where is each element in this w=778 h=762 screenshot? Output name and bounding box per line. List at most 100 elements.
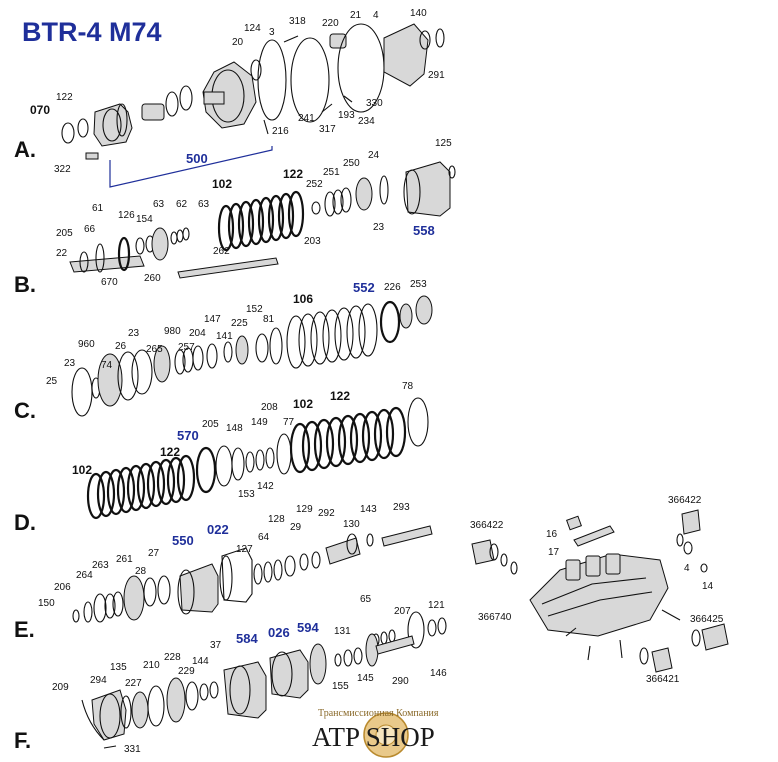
callout-127: 127 [236,544,253,555]
callout-251: 251 [323,167,340,178]
callout-229: 229 [178,666,195,677]
callout-25: 25 [46,376,58,387]
callout-234: 234 [358,116,375,127]
callout-3: 3 [269,27,275,38]
callout-500: 500 [186,151,208,166]
callout-206: 206 [54,582,71,593]
callout-294: 294 [90,675,107,686]
callout-594: 594 [297,620,319,635]
callout-261: 261 [116,554,133,565]
callout-121: 121 [428,600,445,611]
row-b-parts [69,161,456,279]
callout-241: 241 [298,113,315,124]
callout-37: 37 [210,640,222,651]
callout-210: 210 [143,660,160,671]
row-letter-d: D. [14,510,36,535]
callout-293: 293 [393,502,410,513]
callout-155: 155 [332,681,349,692]
callout-070: 070 [30,103,50,117]
callout-291: 291 [428,70,445,81]
callout-102-d2: 102 [293,397,313,411]
callout-29: 29 [290,522,302,533]
row-letter-c: C. [14,398,36,423]
row-a-parts [61,23,445,160]
callout-62: 62 [176,199,188,210]
callout-17: 17 [548,547,560,558]
callout-216: 216 [272,126,289,137]
logo-company-text: Трансмиссионная Компания [318,708,439,719]
callout-145: 145 [357,673,374,684]
callout-143: 143 [360,504,377,515]
part-500-leader [109,146,273,188]
callout-4-valve: 4 [684,563,690,574]
callout-144: 144 [192,656,209,667]
callout-4: 4 [373,10,379,21]
callout-102-d1: 102 [72,463,92,477]
logo-main-text: ATP SHOP [312,722,435,752]
row-letter-a: A. [14,137,36,162]
callout-366422-right: 366422 [668,495,702,506]
callout-227: 227 [125,678,142,689]
callout-61: 61 [92,203,104,214]
callout-260: 260 [144,273,161,284]
callout-207: 207 [394,606,411,617]
callout-21: 21 [350,10,362,21]
row-letter-e: E. [14,617,35,642]
callout-263: 263 [92,560,109,571]
callout-20: 20 [232,37,244,48]
callout-226: 226 [384,282,401,293]
callout-026: 026 [268,625,290,640]
callout-24: 24 [368,150,380,161]
callout-209: 209 [52,682,69,693]
callout-570: 570 [177,428,199,443]
callout-290: 290 [392,676,409,687]
row-letter-b: B. [14,272,36,297]
callout-225: 225 [231,318,248,329]
callout-23-c1: 23 [64,358,76,369]
callout-148: 148 [226,423,243,434]
row-c-parts [71,295,433,417]
diagram-title: BTR-4 M74 [22,17,162,47]
callout-106: 106 [293,292,313,306]
callout-142: 142 [257,481,274,492]
row-letter-f: F. [14,728,31,753]
callout-27: 27 [148,548,160,559]
callout-317: 317 [319,124,336,135]
callout-366421: 366421 [646,674,680,685]
callout-250: 250 [343,158,360,169]
callout-558: 558 [413,223,435,238]
callout-366740: 366740 [478,612,512,623]
callout-264: 264 [76,570,93,581]
callout-22: 22 [56,248,68,259]
callout-131: 131 [334,626,351,637]
callout-366422-left: 366422 [470,520,504,531]
callout-203: 203 [304,236,321,247]
callout-63-b2: 63 [198,199,210,210]
callout-584: 584 [236,631,258,646]
callout-64: 64 [258,532,270,543]
callout-022: 022 [207,522,229,537]
callout-128: 128 [268,514,285,525]
callout-141: 141 [216,331,233,342]
callout-14: 14 [702,581,714,592]
callout-78: 78 [402,381,414,392]
callout-146: 146 [430,668,447,679]
callout-28: 28 [135,566,147,577]
callout-16: 16 [546,529,558,540]
callout-257: 257 [178,342,195,353]
callout-126: 126 [118,210,135,221]
callout-81: 81 [263,314,275,325]
callout-980: 980 [164,326,181,337]
callout-63-b1: 63 [153,199,165,210]
callout-265: 265 [146,344,163,355]
callout-204: 204 [189,328,206,339]
callout-23-b: 23 [373,222,385,233]
callout-140: 140 [410,8,427,19]
callout-330: 330 [366,98,383,109]
callout-205-d: 205 [202,419,219,430]
callout-331: 331 [124,744,141,755]
callout-129: 129 [296,504,313,515]
callout-193: 193 [338,110,355,121]
callout-252: 252 [306,179,323,190]
